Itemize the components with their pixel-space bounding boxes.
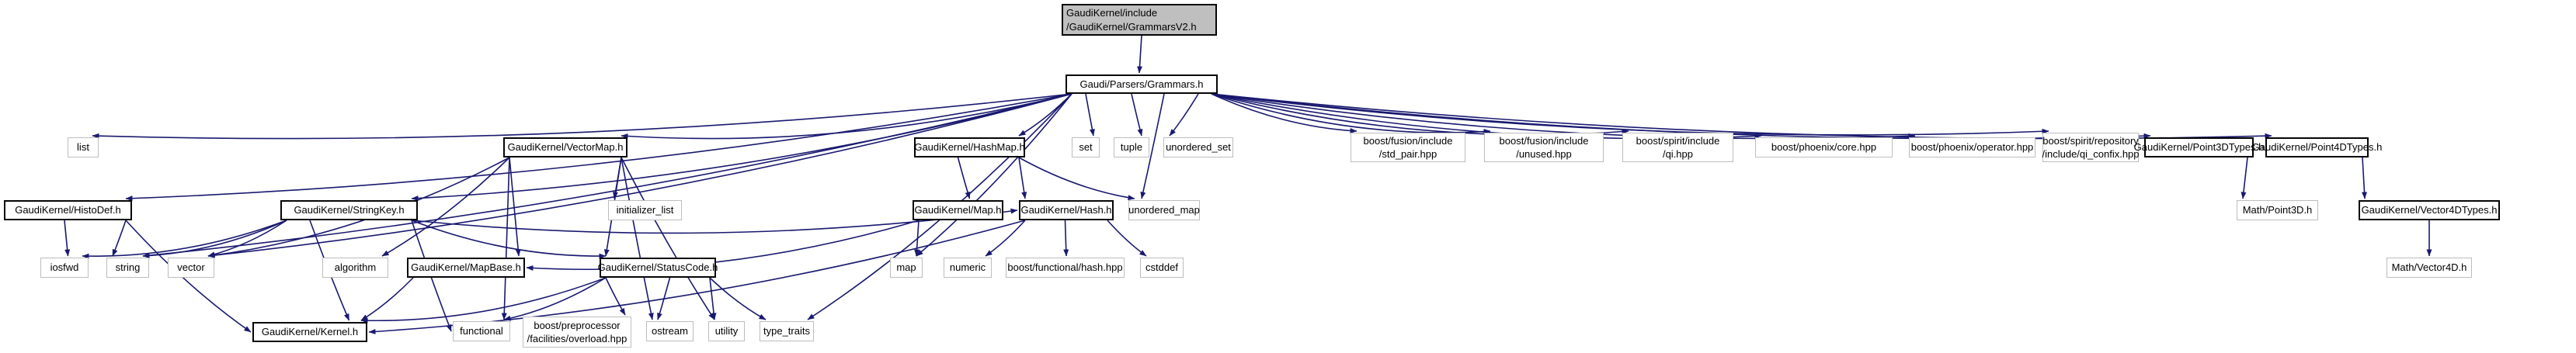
node-map_std: map bbox=[890, 258, 923, 278]
node-unordered_set: unordered_set bbox=[1163, 137, 1233, 157]
edge-statuscode-to-kernel bbox=[360, 277, 607, 324]
node-grammars[interactable]: Gaudi/Parsers/Grammars.h bbox=[1066, 74, 1218, 94]
node-hashmap[interactable]: GaudiKernel/HashMap.h bbox=[914, 137, 1025, 157]
edge-hash_h-to-boost_hash bbox=[1063, 220, 1069, 257]
node-phoenix_operator: boost/phoenix/operator.hpp bbox=[1909, 137, 2035, 157]
edge-hash_h-to-numeric bbox=[985, 220, 1026, 257]
edge-vectormap-to-mapbase bbox=[509, 157, 521, 257]
edge-grammars-to-vectormap bbox=[621, 93, 1072, 140]
edge-grammars-to-unordered_set bbox=[1169, 93, 1199, 137]
edge-vectormap-to-ostream bbox=[621, 157, 654, 320]
edge-stringkey-to-iosfwd bbox=[82, 220, 287, 259]
node-std_pair: boost/fusion/include /std_pair.hpp bbox=[1351, 133, 1465, 162]
edge-grammars-to-list bbox=[92, 93, 1072, 140]
node-point4d_types[interactable]: GaudiKernel/Point4DTypes.h bbox=[2252, 137, 2382, 157]
node-stringkey[interactable]: GaudiKernel/StringKey.h bbox=[280, 200, 418, 220]
edge-hash_h-to-cstddef bbox=[1107, 220, 1147, 257]
edge-grammars-to-set bbox=[1085, 93, 1095, 137]
node-math_point3d: Math/Point3D.h bbox=[2237, 200, 2318, 220]
node-iosfwd: iosfwd bbox=[40, 258, 89, 278]
node-hash_h[interactable]: GaudiKernel/Hash.h bbox=[1019, 200, 1114, 220]
edge-statuscode-to-utility bbox=[709, 277, 717, 320]
node-kernel[interactable]: GaudiKernel/Kernel.h bbox=[252, 322, 367, 342]
edge-statuscode-to-ostream bbox=[657, 277, 671, 320]
node-vector4d_types[interactable]: GaudiKernel/Vector4DTypes.h bbox=[2359, 200, 2500, 220]
node-set: set bbox=[1072, 137, 1100, 157]
edge-root-to-grammars bbox=[1137, 35, 1143, 74]
edge-histodef-to-string bbox=[112, 220, 127, 257]
node-phoenix_core: boost/phoenix/core.hpp bbox=[1755, 137, 1893, 157]
edge-grammars-to-stringkey bbox=[411, 93, 1072, 202]
node-initializer_list: initializer_list bbox=[608, 200, 682, 220]
edge-statuscode-to-overload bbox=[605, 277, 626, 316]
edge-histodef-to-iosfwd bbox=[64, 220, 71, 257]
edge-statuscode-to-type_traits bbox=[709, 277, 767, 320]
node-numeric: numeric bbox=[944, 258, 992, 278]
edge-stringkey-to-vector bbox=[207, 220, 287, 258]
node-qi: boost/spirit/include /qi.hpp bbox=[1622, 133, 1733, 162]
edge-stringkey-to-statuscode bbox=[411, 220, 607, 259]
edge-statuscode-to-functional bbox=[503, 277, 607, 321]
edge-mapbase-to-kernel bbox=[360, 277, 414, 321]
edge-hashmap-to-hash_h bbox=[1018, 157, 1027, 199]
edge-vectormap-to-vector bbox=[207, 157, 510, 258]
node-root: GaudiKernel/include /GaudiKernel/Grammar… bbox=[1062, 4, 1217, 36]
edge-grammars-to-std_pair bbox=[1211, 93, 1358, 134]
node-histodef[interactable]: GaudiKernel/HistoDef.h bbox=[4, 200, 132, 220]
node-vectormap[interactable]: GaudiKernel/VectorMap.h bbox=[503, 137, 627, 157]
edge-grammars-to-unordered_map bbox=[1140, 93, 1165, 199]
node-mapbase[interactable]: GaudiKernel/MapBase.h bbox=[407, 258, 525, 278]
edge-map_h-to-map_std bbox=[914, 220, 920, 257]
edge-grammars-to-histodef bbox=[125, 93, 1072, 202]
edge-grammars-to-point3d_types bbox=[1211, 93, 2151, 140]
node-boost_hash: boost/functional/hash.hpp bbox=[1006, 258, 1125, 278]
node-functional: functional bbox=[453, 321, 510, 341]
edge-grammars-to-vector bbox=[207, 93, 1072, 258]
edge-grammars-to-string bbox=[142, 93, 1072, 258]
node-type_traits: type_traits bbox=[760, 321, 814, 341]
edge-grammars-to-tuple bbox=[1131, 93, 1143, 137]
edge-stringkey-to-string bbox=[142, 220, 287, 259]
node-utility: utility bbox=[708, 321, 745, 341]
edge-vectormap-to-functional bbox=[501, 157, 510, 320]
node-qi_confix: boost/spirit/repository /include/qi_conf… bbox=[2042, 133, 2140, 162]
node-ostream: ostream bbox=[646, 321, 694, 341]
edge-grammars-to-point4d_types bbox=[1211, 93, 2272, 140]
edge-point4d_types-to-vector4d_types bbox=[2362, 157, 2368, 199]
node-statuscode[interactable]: GaudiKernel/StatusCode.h bbox=[598, 258, 718, 278]
edge-grammars-to-map_std bbox=[916, 93, 1072, 257]
node-unordered_map: unordered_map bbox=[1128, 200, 1200, 220]
edge-hashmap-to-map_h bbox=[957, 157, 971, 199]
edge-vectormap-to-utility bbox=[621, 157, 715, 320]
node-list: list bbox=[68, 137, 99, 157]
node-string: string bbox=[106, 258, 149, 278]
node-vector: vector bbox=[168, 258, 214, 278]
edge-histodef-to-kernel bbox=[125, 220, 252, 333]
edge-vectormap-to-algorithm bbox=[381, 157, 510, 257]
node-point3d_types[interactable]: GaudiKernel/Point3DTypes.h bbox=[2134, 137, 2264, 157]
node-overload: boost/preprocessor /facilities/overload.… bbox=[523, 317, 631, 348]
node-tuple: tuple bbox=[1114, 137, 1149, 157]
edge-point3d_types-to-math_point3d bbox=[2241, 157, 2248, 199]
node-math_vector4d: Math/Vector4D.h bbox=[2387, 258, 2472, 278]
edge-grammars-to-qi_confix bbox=[1211, 93, 2049, 136]
edge-map_h-to-mapbase bbox=[526, 220, 920, 271]
edge-hashmap-to-unordered_map bbox=[1018, 157, 1135, 201]
node-unused: boost/fusion/include /unused.hpp bbox=[1484, 133, 1604, 162]
node-map_h[interactable]: GaudiKernel/Map.h bbox=[913, 200, 1003, 220]
node-cstddef: cstddef bbox=[1140, 258, 1184, 278]
node-algorithm: algorithm bbox=[322, 258, 388, 278]
